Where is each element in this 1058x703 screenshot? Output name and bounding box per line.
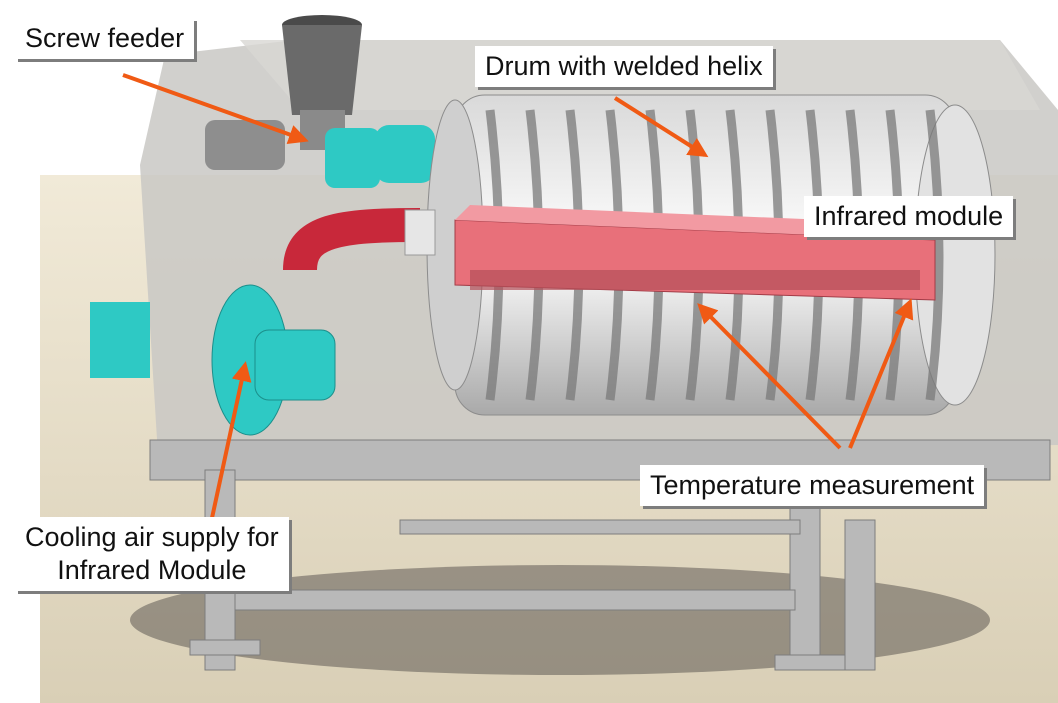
label-screw-feeder: Screw feeder [15,18,195,59]
label-cooling-line2: Infrared Module [57,554,247,585]
cooling-fan-icon [90,284,336,436]
arrow-drum [613,96,709,158]
label-drum: Drum with welded helix [475,46,773,87]
label-cooling-air-supply: Cooling air supply for Infrared Module [15,517,289,591]
label-cooling-line1: Cooling air supply for [25,522,279,552]
arrow-temp-right [848,298,914,449]
arrow-temp-left [697,303,842,450]
feeder-motor-icon [205,120,435,188]
arrows [122,73,914,519]
label-temperature-measurement: Temperature measurement [640,465,985,506]
duct-icon [283,208,421,272]
label-infrared-module: Infrared module [804,196,1014,237]
arrow-cooling [210,361,252,519]
arrow-screw-feeder [122,73,309,145]
